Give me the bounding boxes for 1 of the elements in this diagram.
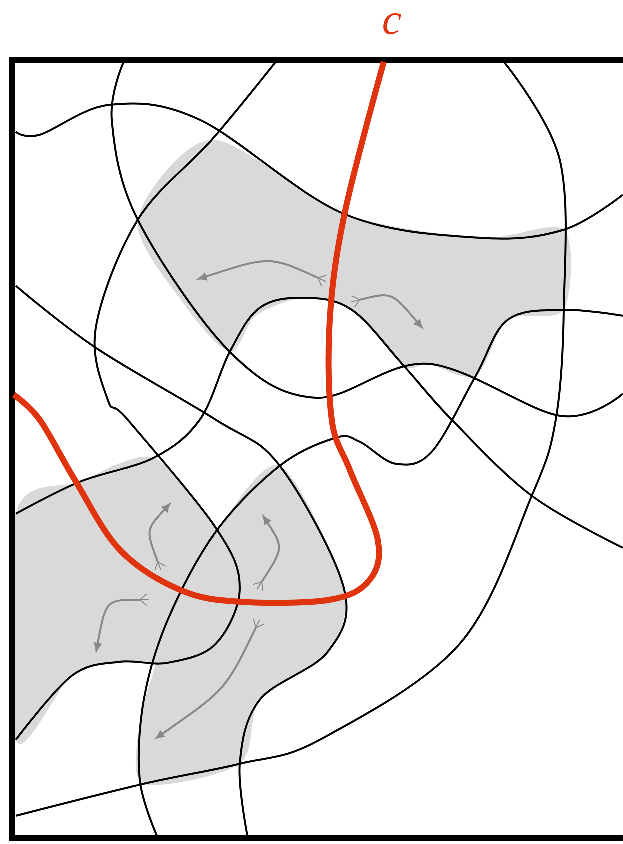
curve-label: c <box>384 13 402 35</box>
